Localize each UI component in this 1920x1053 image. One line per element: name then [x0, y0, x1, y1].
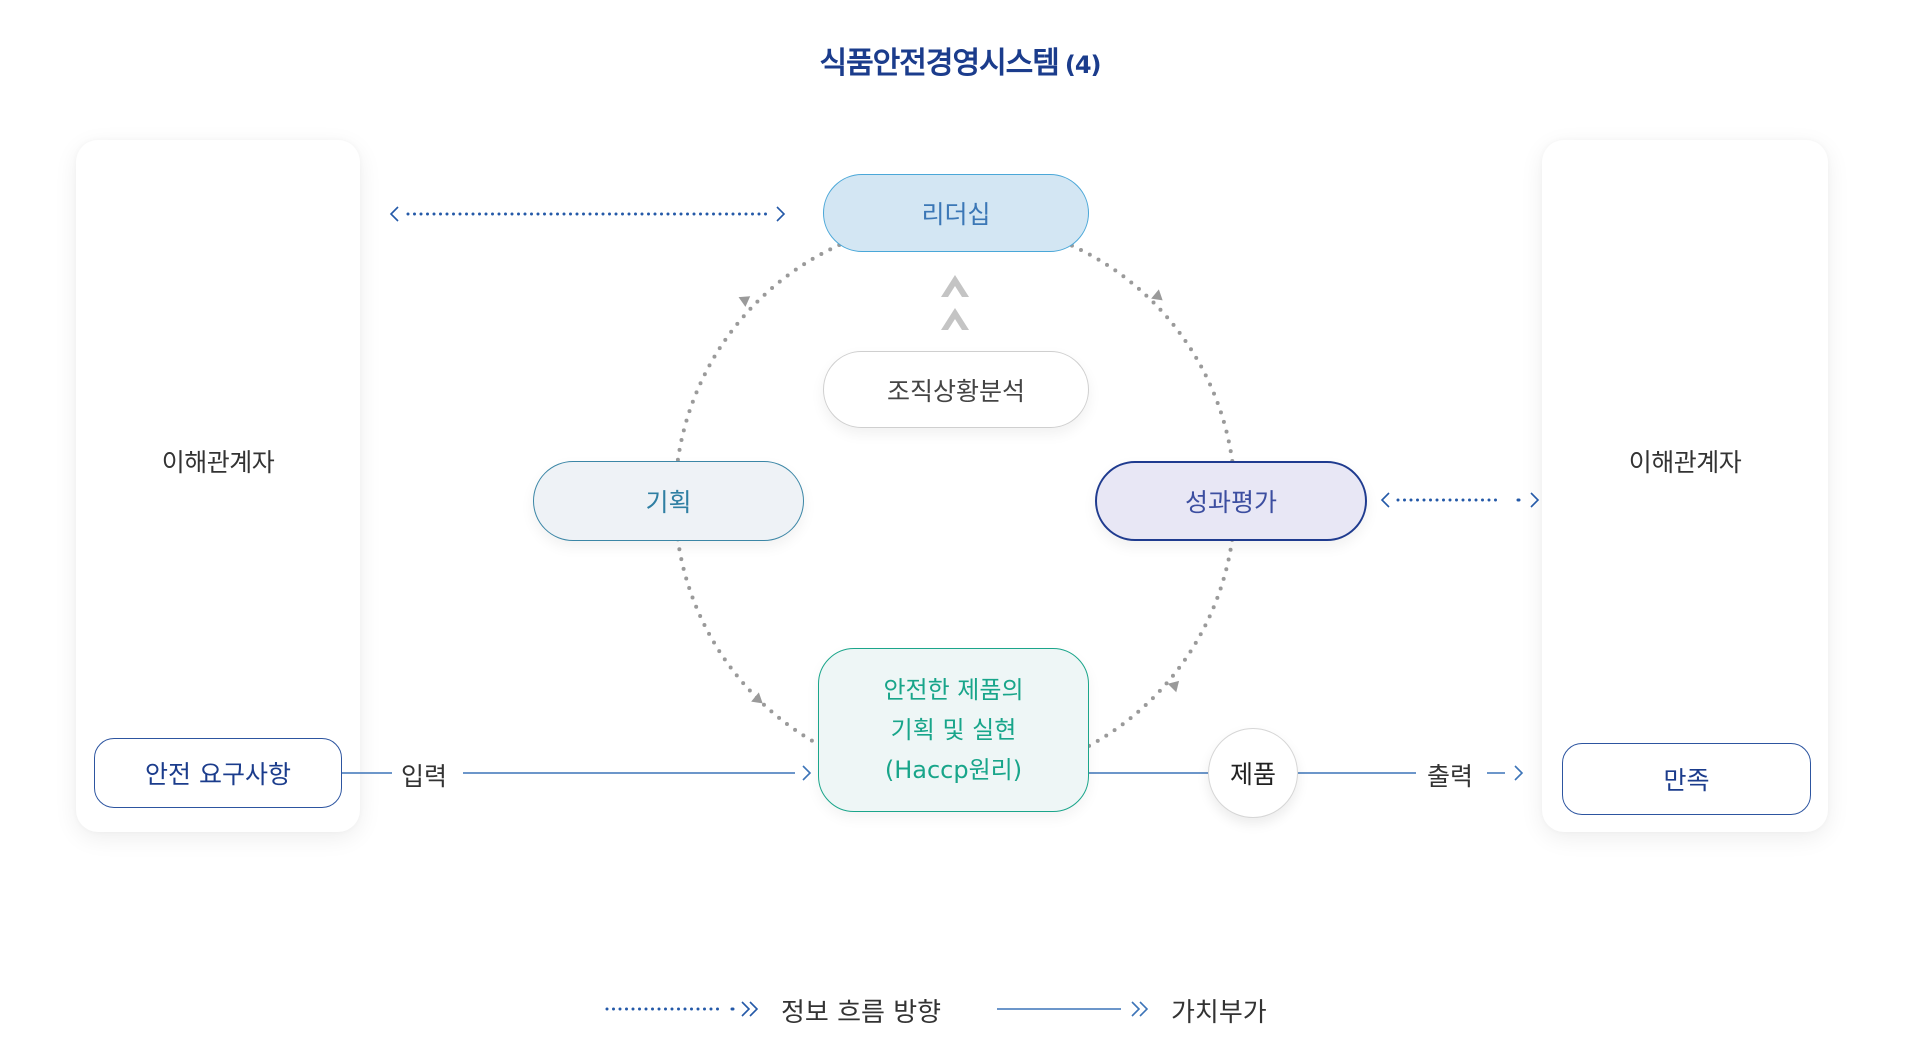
operation-line-2: 기획 및 실현	[890, 716, 1017, 744]
info-flow-arrow-leadership	[389, 206, 786, 222]
output-flow-line	[1089, 765, 1524, 781]
right-stakeholder-card	[1542, 140, 1828, 832]
legend-value-added-label: 가치부가	[1171, 998, 1267, 1028]
page-title: 식품안전경영시스템(4)	[0, 38, 1920, 82]
legend-info-flow-label: 정보 흐름 방향	[781, 998, 942, 1028]
legend-solid-line	[997, 1001, 1149, 1017]
product-node[interactable]: 제품	[1208, 728, 1298, 818]
input-label: 입력	[401, 762, 448, 791]
operation-line-3: (Haccp원리)	[884, 756, 1023, 784]
right-stakeholder-label: 이해관계자	[1628, 448, 1742, 477]
satisfaction-box[interactable]: 만족	[1562, 743, 1811, 815]
leadership-node[interactable]: 리더십	[823, 174, 1089, 252]
cycle-arrow-top-right	[1151, 289, 1163, 301]
left-stakeholder-card	[76, 140, 360, 832]
operation-line-1: 안전한 제품의	[883, 676, 1024, 704]
cycle-arrow-top-left	[738, 296, 751, 307]
output-label: 출력	[1427, 762, 1474, 791]
legend-dotted-line	[605, 1001, 759, 1017]
title-text: 식품안전경영시스템	[819, 46, 1059, 81]
context-analysis-node[interactable]: 조직상황분석	[823, 351, 1089, 428]
title-number: (4)	[1064, 51, 1102, 79]
planning-node[interactable]: 기획	[533, 461, 804, 541]
left-stakeholder-label: 이해관계자	[161, 448, 275, 477]
info-flow-arrow-evaluation	[1380, 492, 1540, 508]
chevrons-up-icon	[941, 275, 969, 330]
evaluation-node[interactable]: 성과평가	[1095, 461, 1367, 541]
input-flow-line	[342, 765, 812, 781]
safety-requirements-box[interactable]: 안전 요구사항	[94, 738, 342, 808]
operation-node[interactable]: 안전한 제품의 기획 및 실현 (Haccp원리)	[818, 648, 1089, 812]
cycle-arrow-bottom-left	[751, 692, 763, 704]
cycle-arrow-bottom-right	[1167, 680, 1180, 693]
